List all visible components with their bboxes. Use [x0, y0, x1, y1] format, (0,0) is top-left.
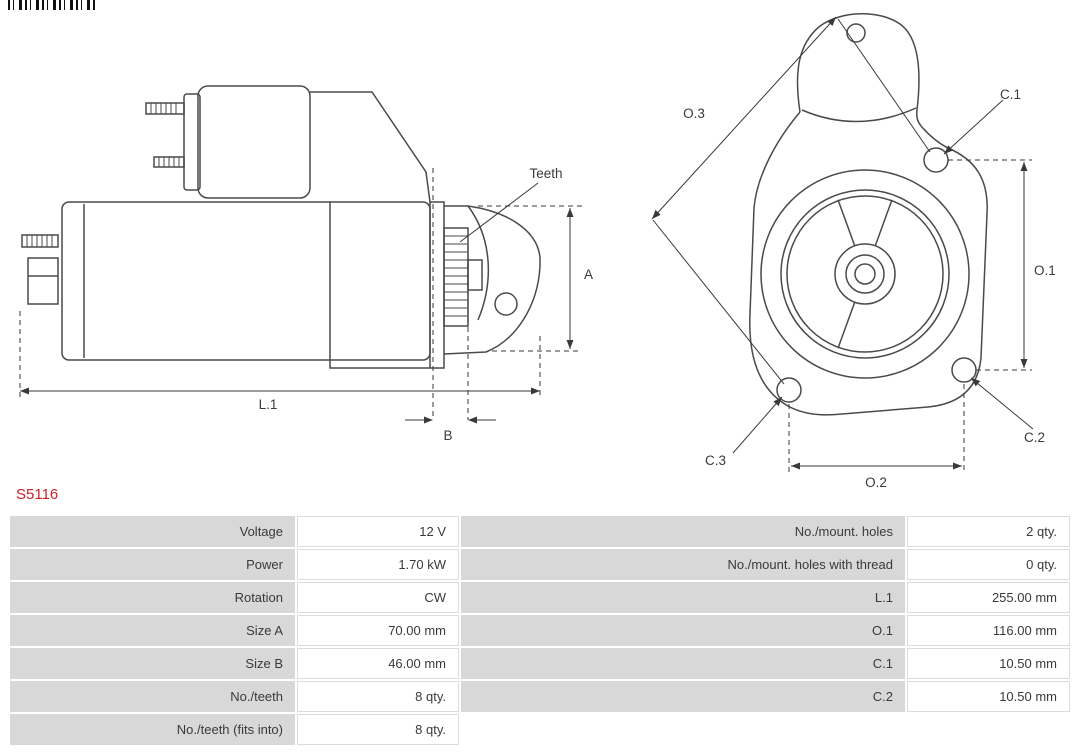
pinion-gear: [443, 227, 469, 327]
terminal-stud: [21, 234, 59, 248]
spec-label: Size A: [10, 615, 295, 646]
top-lug: [796, 13, 922, 127]
spec-table: Voltage 12 V No./mount. holes 2 qty. Pow…: [10, 516, 1070, 745]
spec-value: 8 qty.: [297, 714, 459, 745]
spec-value: CW: [297, 582, 459, 613]
label-dim-c2: C.2: [1024, 430, 1045, 445]
spec-value: 1.70 kW: [297, 549, 459, 580]
solenoid: [197, 85, 311, 199]
spec-label: Size B: [10, 648, 295, 679]
spec-label: C.2: [461, 681, 905, 712]
motor-body: [61, 201, 431, 361]
spec-value: 0 qty.: [907, 549, 1070, 580]
leader-teeth: [459, 182, 539, 243]
leader-c3: [732, 396, 783, 454]
spec-label: No./teeth (fits into): [10, 714, 295, 745]
spec-value: 8 qty.: [297, 681, 459, 712]
spec-label: No./teeth: [10, 681, 295, 712]
terminal-block: [27, 257, 59, 305]
mount-hole-c2: [951, 357, 977, 383]
dim-line-o3: [651, 16, 837, 220]
shaft-center: [854, 263, 876, 285]
label-teeth: Teeth: [529, 166, 562, 181]
spec-value: 10.50 mm: [907, 681, 1070, 712]
label-dim-c1: C.1: [1000, 87, 1021, 102]
dimension-lines: [19, 16, 1034, 472]
spec-value: 10.50 mm: [907, 648, 1070, 679]
label-dim-b: B: [443, 428, 452, 443]
label-dim-o1: O.1: [1034, 263, 1056, 278]
leader-c2: [970, 377, 1034, 430]
label-dim-c3: C.3: [705, 453, 726, 468]
mount-hole-c1: [923, 147, 949, 173]
spec-label: C.1: [461, 648, 905, 679]
spec-value: 12 V: [297, 516, 459, 547]
spec-value: 70.00 mm: [297, 615, 459, 646]
technical-drawing: Teeth A L.1 B O.3 O.1 O.2 C.1 C.2 C.3: [19, 13, 1056, 490]
label-dim-l1: L.1: [259, 397, 278, 412]
spec-label: Rotation: [10, 582, 295, 613]
leader-c1: [943, 99, 1004, 155]
mount-hole-c3: [776, 377, 802, 403]
spec-label-empty: [461, 714, 905, 745]
label-dim-a: A: [584, 267, 593, 282]
top-hole: [846, 23, 866, 43]
dimension-labels: Teeth A L.1 B O.3 O.1 O.2 C.1 C.2 C.3: [259, 87, 1056, 490]
side-view: [21, 85, 541, 369]
part-number: S5116: [16, 486, 59, 503]
spec-value: 46.00 mm: [297, 648, 459, 679]
spec-value: 255.00 mm: [907, 582, 1070, 613]
spec-label: O.1: [461, 615, 905, 646]
front-view: [749, 13, 988, 416]
spec-label: Power: [10, 549, 295, 580]
spec-label: L.1: [461, 582, 905, 613]
front-flange-plate: [749, 111, 988, 416]
label-dim-o3: O.3: [683, 106, 705, 121]
spec-value: 116.00 mm: [907, 615, 1070, 646]
spec-label: No./mount. holes: [461, 516, 905, 547]
label-dim-o2: O.2: [865, 475, 887, 490]
spec-label: Voltage: [10, 516, 295, 547]
front-flange-circle: [760, 169, 970, 379]
spec-label: No./mount. holes with thread: [461, 549, 905, 580]
spec-value: 2 qty.: [907, 516, 1070, 547]
spec-value-empty: [907, 714, 1070, 745]
barcode: [8, 0, 98, 10]
solenoid-stud: [145, 102, 185, 115]
